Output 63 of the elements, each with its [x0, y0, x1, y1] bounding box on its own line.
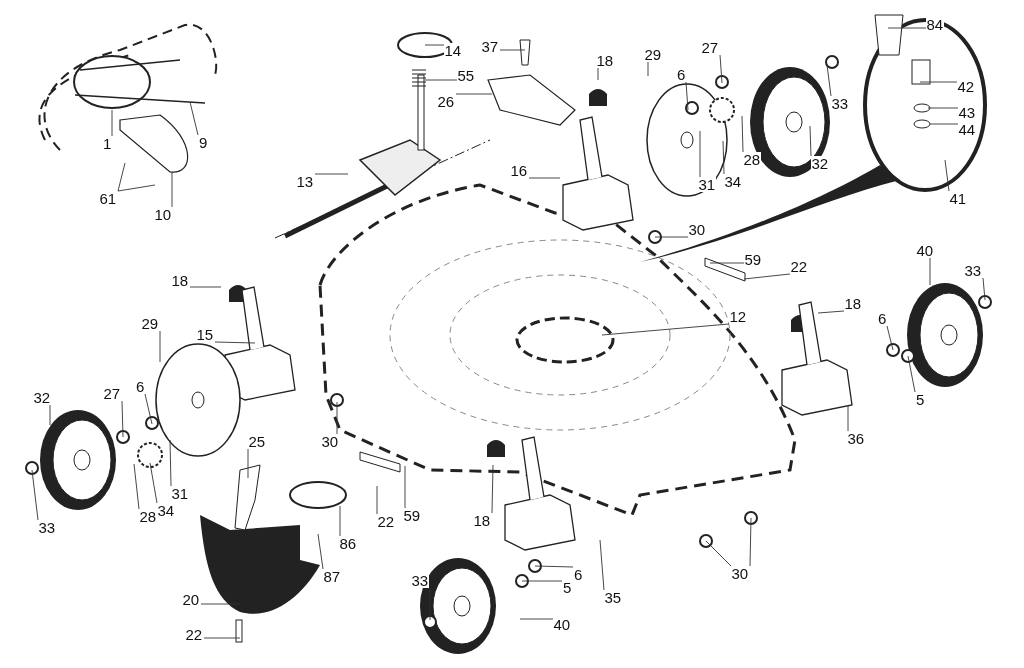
leader-line — [121, 400, 124, 438]
leader-line — [597, 67, 599, 81]
leader-line — [169, 439, 172, 487]
leader-line — [200, 603, 241, 605]
leader-line — [376, 485, 378, 515]
leader-line — [149, 462, 158, 504]
leader-line — [247, 448, 249, 479]
leader-line — [927, 107, 959, 109]
leader-line — [944, 159, 950, 192]
leader-line — [49, 404, 51, 426]
leader-line — [455, 93, 493, 95]
leader-line — [719, 54, 723, 84]
leader-line — [654, 236, 689, 238]
leader-line — [317, 533, 324, 570]
leader-line — [647, 61, 649, 77]
leader-line — [203, 637, 241, 639]
callout-number: 33 — [410, 572, 430, 588]
leader-line — [189, 286, 222, 288]
leader-line — [339, 505, 341, 537]
leader-line — [809, 125, 812, 157]
leader-line — [519, 618, 554, 620]
leader-line — [907, 355, 916, 393]
leader-line — [144, 393, 153, 425]
leader-line — [847, 405, 849, 432]
leader-line — [133, 463, 140, 510]
leader-line — [31, 469, 39, 521]
leader-line — [982, 277, 986, 301]
leader-line — [189, 101, 199, 136]
leader-line — [601, 323, 730, 336]
leader-line — [886, 325, 894, 351]
leader-line — [117, 184, 156, 192]
leader-line — [159, 330, 161, 363]
leader-line — [214, 341, 256, 344]
leader-line — [709, 262, 745, 264]
leader-line — [117, 162, 126, 192]
leader-line — [528, 177, 561, 179]
leader-line — [722, 140, 725, 175]
leader-line — [521, 580, 563, 582]
leader-line — [599, 539, 605, 591]
leader-line — [491, 464, 494, 514]
leader-line — [171, 171, 173, 208]
leader-line — [887, 27, 927, 29]
leader-line — [741, 115, 744, 153]
leader-line — [743, 273, 791, 280]
leader-line — [919, 81, 958, 83]
callout-number: 28 — [742, 151, 762, 167]
leader-line — [685, 81, 689, 111]
leader-line — [929, 123, 959, 125]
leader-line — [111, 109, 113, 137]
leader-line — [749, 517, 752, 567]
leader-line — [817, 310, 845, 314]
leader-line — [534, 565, 574, 568]
leader-line — [404, 465, 406, 509]
callout-number: 84 — [925, 16, 945, 32]
leader-line — [424, 44, 445, 46]
leader-line — [929, 257, 931, 286]
leader-line — [705, 540, 732, 567]
leader-line — [826, 64, 832, 97]
leader-line — [424, 79, 458, 81]
leader-line — [336, 401, 338, 435]
leader-line — [314, 173, 349, 175]
leader-line — [499, 49, 526, 51]
leader-line — [699, 130, 701, 178]
